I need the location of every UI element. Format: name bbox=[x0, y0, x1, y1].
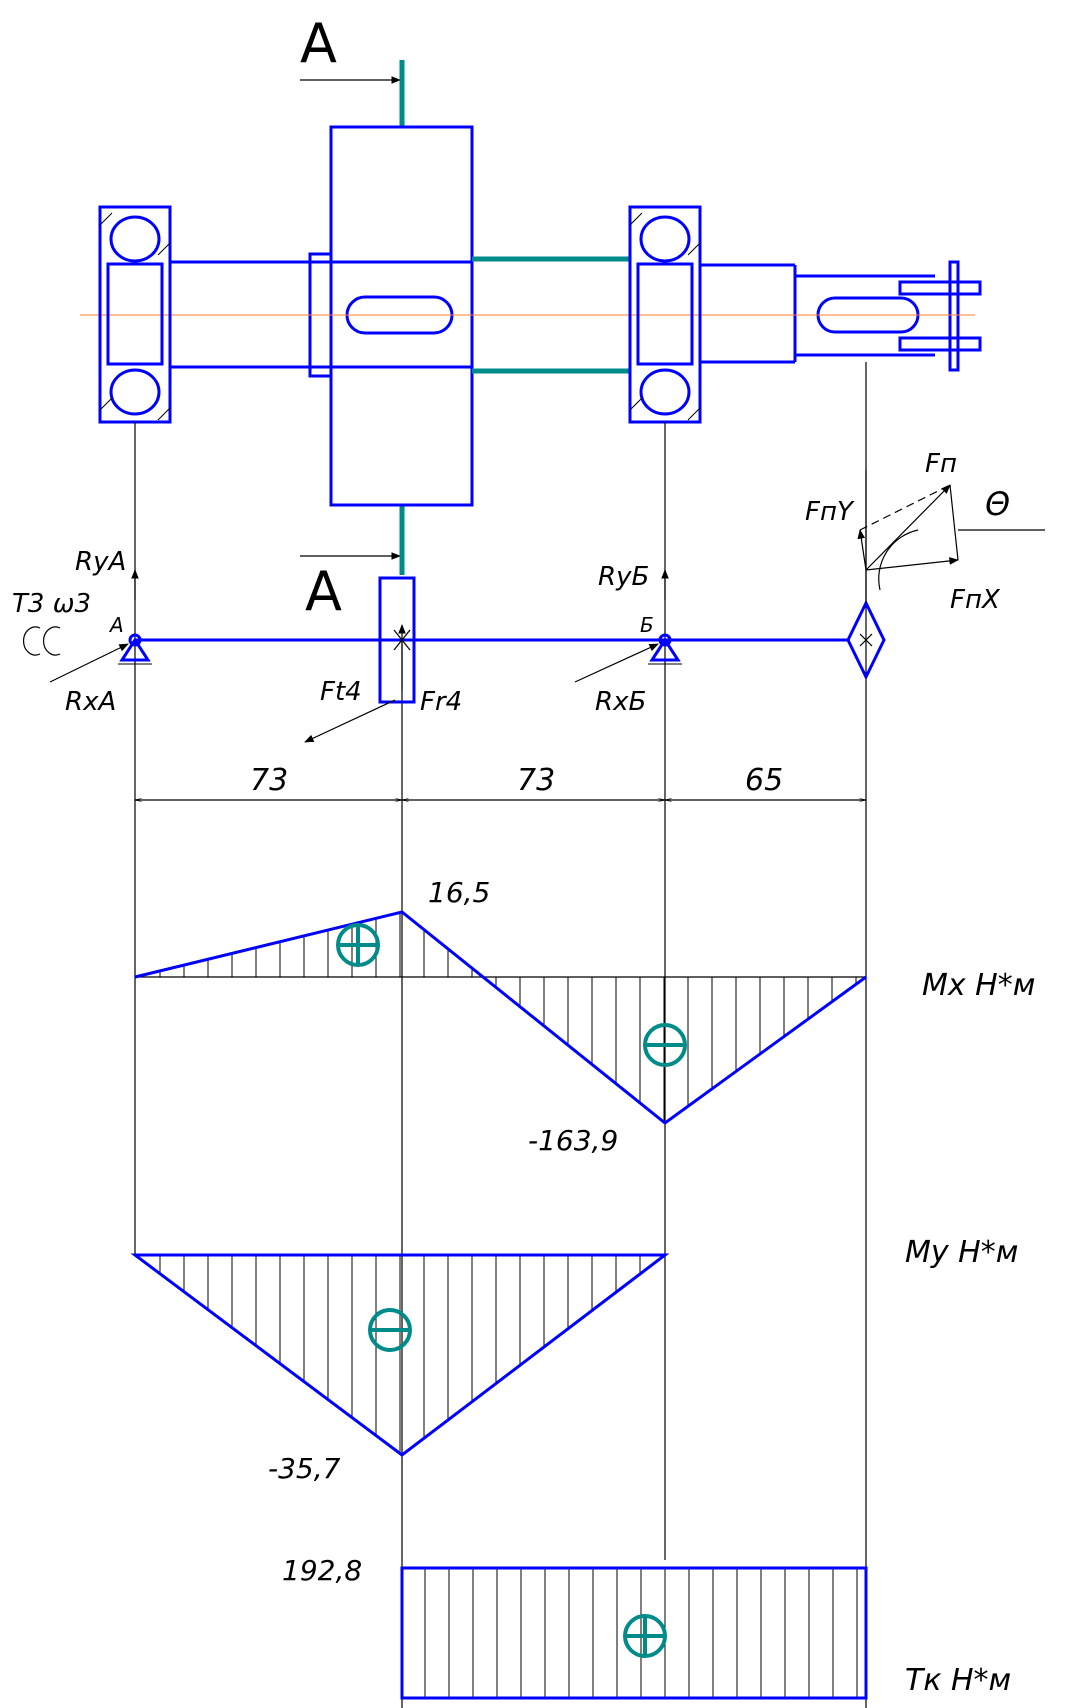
end-bolt-top bbox=[898, 280, 982, 296]
end-bolt-bottom bbox=[898, 336, 982, 352]
force-rxb-label: RxБ bbox=[595, 687, 646, 717]
shaft-assembly bbox=[80, 125, 982, 507]
projection-lines bbox=[134, 362, 867, 1708]
tk-diagram: 192,8 Tк H*м bbox=[282, 1554, 1011, 1700]
dimension-1: 73 bbox=[250, 763, 288, 798]
plus-sign-icon bbox=[623, 1614, 667, 1658]
tk-value: 192,8 bbox=[282, 1554, 362, 1587]
dimension-lines: 73 73 65 bbox=[134, 763, 867, 802]
dimension-2: 73 bbox=[517, 763, 555, 798]
support-b-label: Б bbox=[640, 613, 654, 637]
force-rxa-label: RxA bbox=[65, 687, 116, 717]
tk-label: Tк H*м bbox=[905, 1663, 1011, 1698]
dimension-3: 65 bbox=[745, 763, 783, 798]
force-fr4-label: Fr4 bbox=[420, 687, 462, 717]
section-label-bottom: A bbox=[305, 560, 342, 623]
section-mark-top: A bbox=[300, 12, 405, 128]
section-mark-bottom: A bbox=[300, 505, 405, 623]
mx-label: Mx H*м bbox=[922, 968, 1035, 1003]
my-min-value: -35,7 bbox=[268, 1452, 341, 1485]
mx-min-value: -163,9 bbox=[528, 1124, 618, 1157]
force-ft4-label: Ft4 bbox=[320, 677, 362, 707]
my-label: My H*м bbox=[905, 1235, 1018, 1270]
sprocket-symbol bbox=[846, 599, 886, 681]
bearing-left bbox=[98, 205, 172, 424]
force-ryb-label: RyБ bbox=[598, 562, 649, 592]
bearing-right bbox=[628, 205, 702, 424]
force-fpx-label: FпX bbox=[950, 585, 1001, 615]
force-fpy-label: FпY bbox=[805, 497, 855, 527]
support-a-label: A bbox=[108, 613, 124, 637]
theta-label: Θ bbox=[985, 485, 1010, 523]
torque-label: T3 ω3 bbox=[12, 589, 91, 619]
section-label-top: A bbox=[300, 12, 337, 75]
end-plate bbox=[948, 260, 960, 372]
plus-sign-icon bbox=[336, 923, 380, 967]
my-diagram: -35,7 My H*м bbox=[130, 1235, 1018, 1485]
force-fp-label: Fп bbox=[925, 449, 957, 479]
mx-max-value: 16,5 bbox=[428, 876, 490, 909]
mx-diagram: 16,5 -163,9 Mx H*м bbox=[134, 876, 1035, 1157]
loading-scheme: A Б RyA RxA RyБ RxБ T3 ω3 Fr4 bbox=[12, 449, 1045, 743]
minus-sign-icon bbox=[368, 1308, 412, 1352]
force-rya-label: RyA bbox=[75, 547, 126, 577]
minus-sign-icon bbox=[643, 1023, 687, 1067]
gear-symbol bbox=[378, 576, 416, 704]
